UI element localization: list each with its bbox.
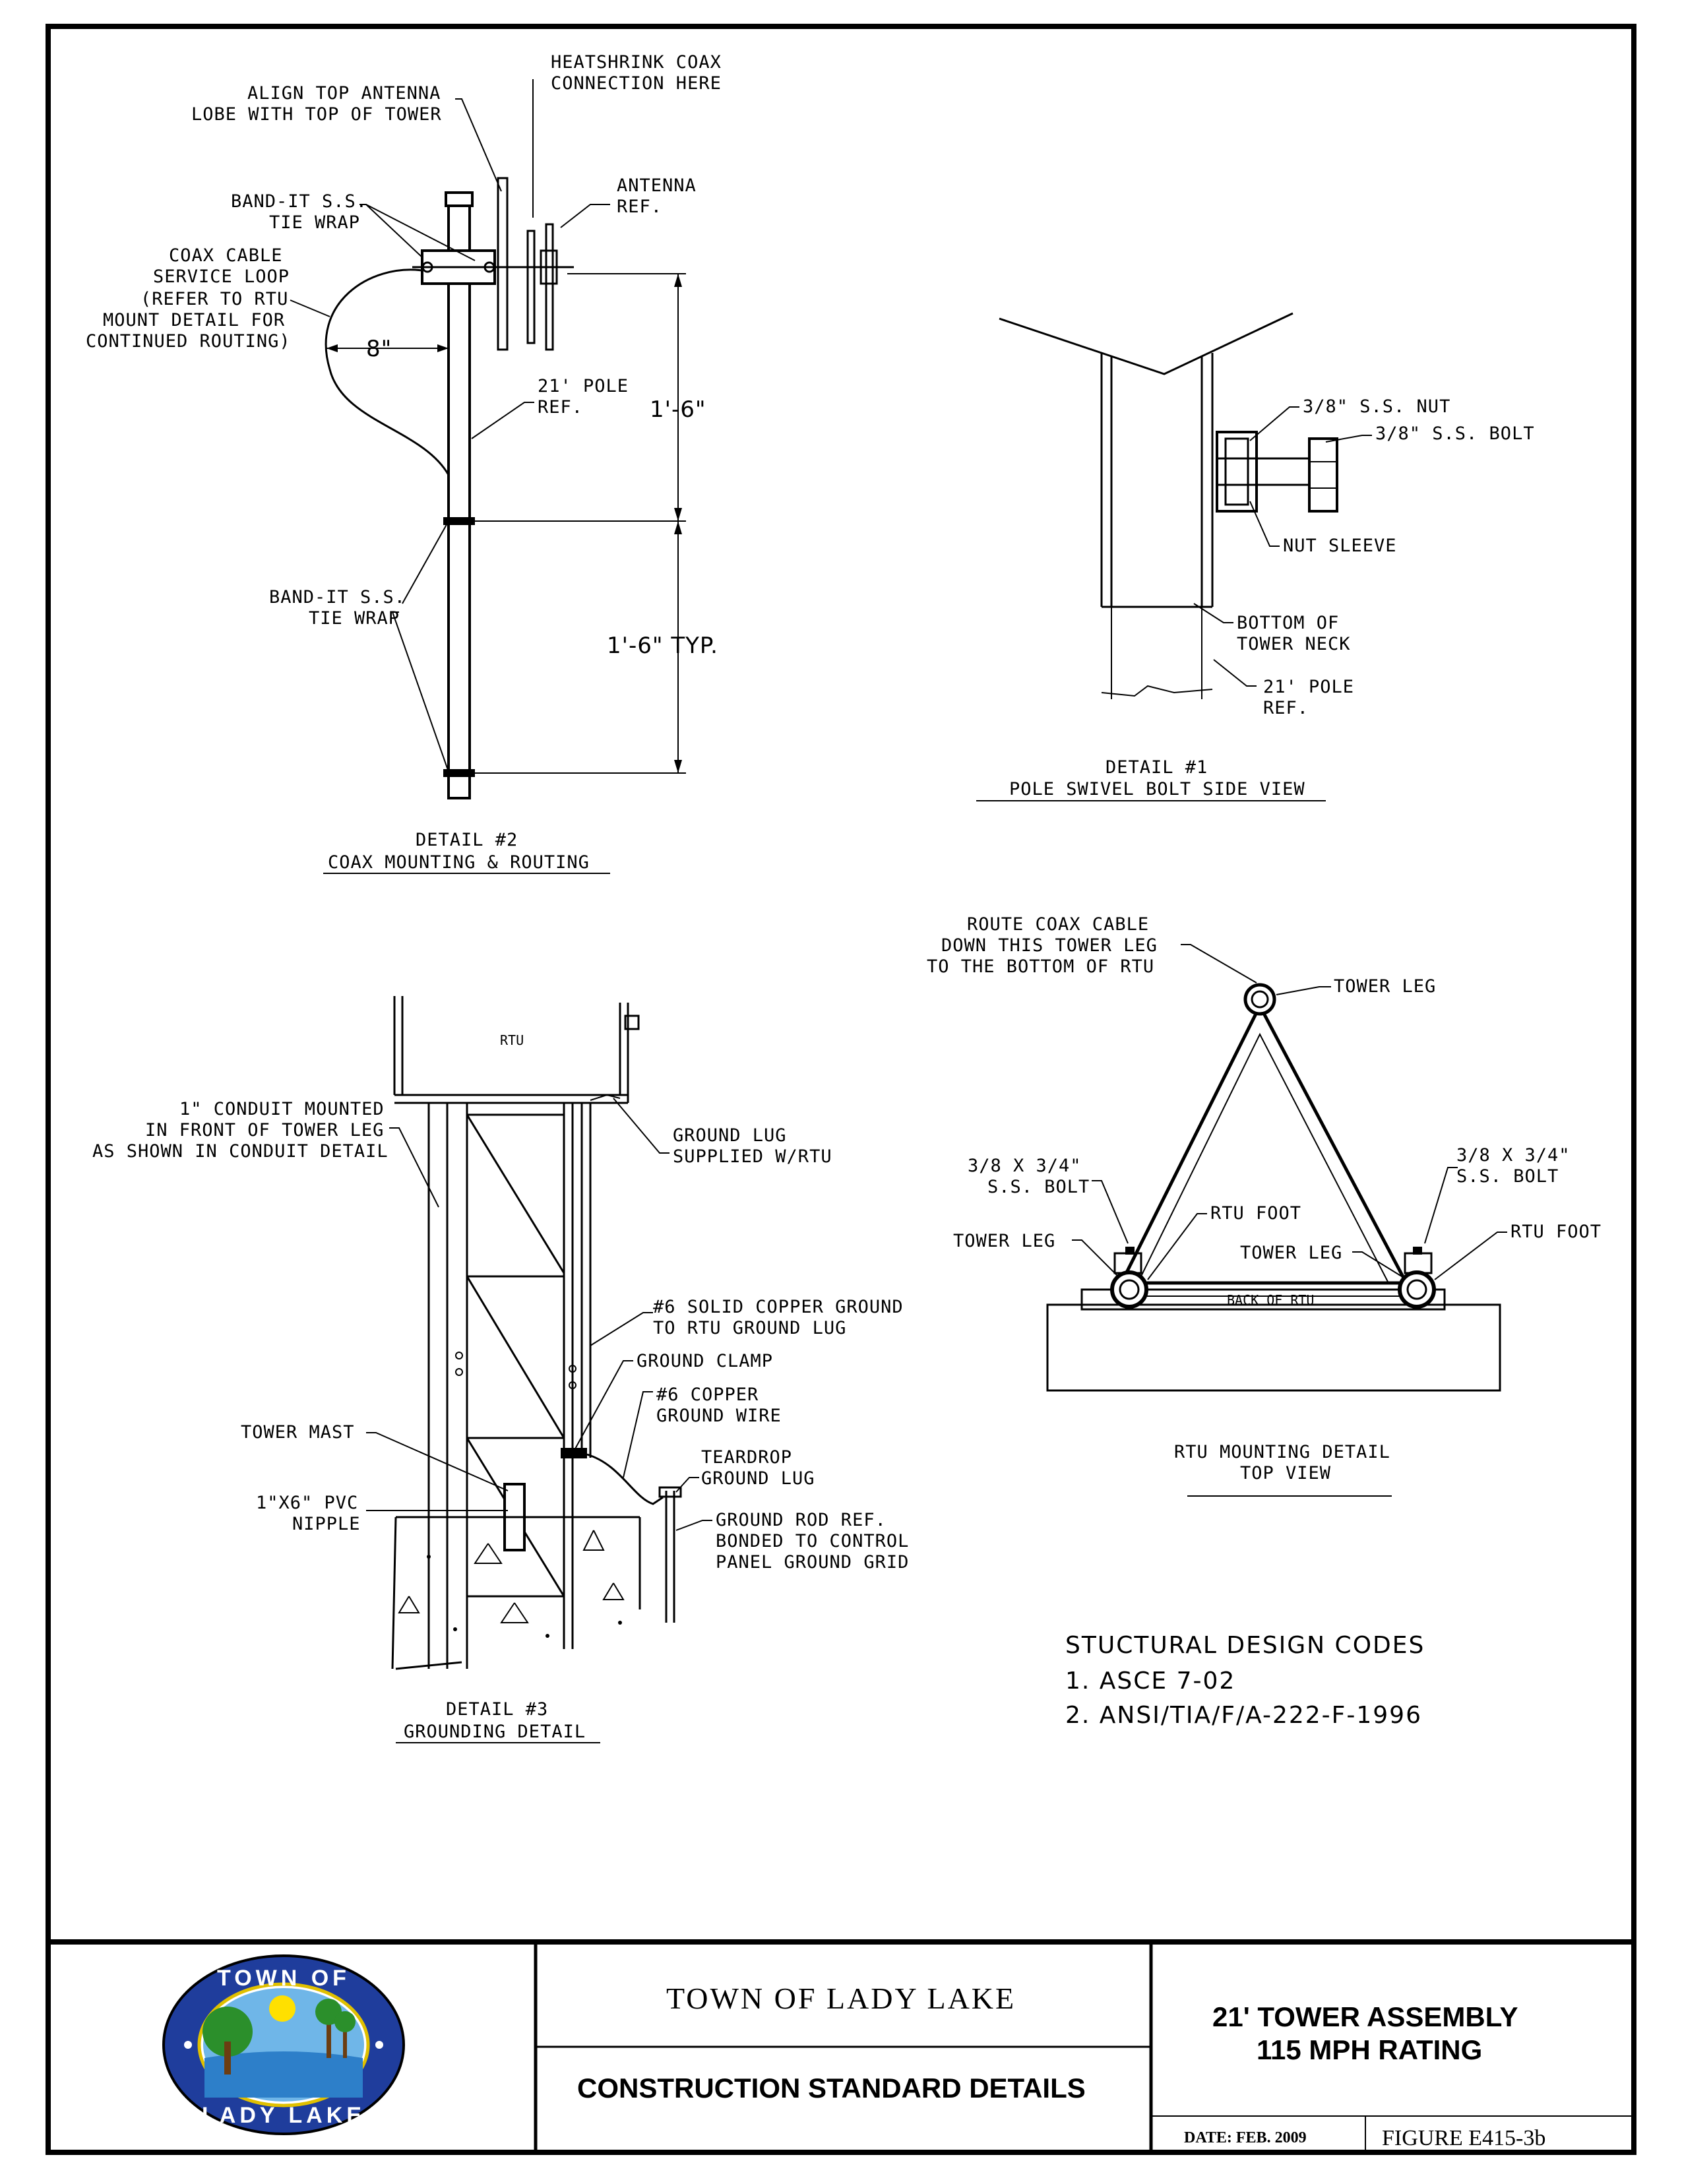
callout-label: SERVICE LOOP [153,266,290,287]
callout-label: GROUND CLAMP [637,1351,773,1371]
rtu-mount-subtitle: TOP VIEW [1240,1463,1331,1483]
rtu-mount-title: RTU MOUNTING DETAIL [1174,1442,1390,1462]
callout-label: TO THE BOTTOM OF RTU [927,956,1154,977]
callout-label: LADY LAKE [202,2103,365,2128]
callout-label: SUPPLIED W/RTU [673,1146,832,1167]
callout-label: GROUND LUG [673,1125,787,1146]
callout-label: GROUND WIRE [656,1406,782,1426]
sheet-border [46,24,1636,2155]
callout-label: 3/8" S.S. NUT [1303,396,1450,417]
title-block: TOWN OF LADY LAKE TOWN OF LADY LAKE CONS… [48,1939,1634,2152]
drawing-title-line2: 115 MPH RATING [1257,2034,1482,2065]
callout-label: RTU FOOT [1511,1222,1602,1242]
callout-label: NIPPLE [292,1514,361,1534]
callout-label: NUT SLEEVE [1283,536,1397,556]
callout-label: DOWN THIS TOWER LEG [941,935,1158,956]
callout-label: BOTTOM OF [1237,613,1339,633]
dim-1-6: 1'-6" [650,396,706,423]
callout-label: TOWER LEG [953,1231,1055,1251]
town-seal-logo: TOWN OF LADY LAKE [162,1954,405,2135]
sheet-subtitle: CONSTRUCTION STANDARD DETAILS [577,2073,1086,2104]
callout-label: CONNECTION HERE [551,73,722,94]
design-code-2: 2. ANSI/TIA/F/A-222-F-1996 [1065,1702,1422,1729]
design-code-1: 1. ASCE 7-02 [1065,1668,1235,1695]
callout-label: #6 SOLID COPPER GROUND [653,1297,904,1317]
callout-label: BAND-IT S.S. [231,191,367,212]
callout-label: ROUTE COAX CABLE [967,914,1149,935]
drawing-title-line1: 21' TOWER ASSEMBLY [1212,2001,1518,2032]
pole-21ft [447,203,471,799]
callout-label: 3/8 X 3/4" [968,1156,1082,1176]
callout-label: HEATSHRINK COAX [551,52,722,73]
dim-1-6-typ: 1'-6" TYP. [607,633,718,659]
figure-number: FIGURE E415-3b [1382,2126,1545,2150]
callout-label: REF. [1263,698,1309,718]
callout-label: TOWER LEG [1240,1243,1342,1263]
detail-2-coax-mounting: 8" 1'-6" 1'-6" TYP. ALIGN TOP ANTENNA LO… [86,52,722,874]
callout-label: MOUNT DETAIL FOR [103,310,285,330]
callout-label: TOWER MAST [241,1422,355,1443]
callout-label: COAX CABLE [169,245,283,266]
detail-3-subtitle: GROUNDING DETAIL [404,1722,586,1742]
callout-label: TOWER NECK [1237,634,1351,654]
callout-label: ANTENNA [617,175,697,196]
org-name: TOWN OF LADY LAKE [666,1981,1016,2015]
callout-label: TIE WRAP [309,608,400,629]
callout-label: BONDED TO CONTROL [716,1531,909,1551]
callout-label: GROUND ROD REF. [716,1510,887,1530]
callout-label: TOWN OF [217,1966,350,1991]
callout-label: TIE WRAP [269,212,360,233]
callout-label: TEARDROP [701,1447,792,1468]
detail-3-grounding: RTU [92,996,909,1743]
callout-label: PANEL GROUND GRID [716,1552,909,1573]
callout-label: LOBE WITH TOP OF TOWER [191,104,442,125]
callout-label: 21' POLE [1263,677,1354,697]
detail-1-subtitle: POLE SWIVEL BOLT SIDE VIEW [1009,779,1305,799]
callout-label: AS SHOWN IN CONDUIT DETAIL [92,1141,389,1162]
callout-label: 3/8 X 3/4" [1456,1145,1571,1166]
callout-label: CONTINUED ROUTING) [86,331,291,352]
detail-1-title: DETAIL #1 [1106,757,1208,778]
detail-2-subtitle: COAX MOUNTING & ROUTING [328,852,590,873]
callout-label: ALIGN TOP ANTENNA [247,83,441,104]
callout-label: S.S. BOLT [1456,1166,1559,1187]
rtu-box-label: RTU [500,1032,524,1048]
drawing-date: DATE: FEB. 2009 [1184,2129,1307,2146]
detail-1-swivel-bolt: 3/8" S.S. NUT 3/8" S.S. BOLT NUT SLEEVE … [976,312,1535,801]
callout-label: GROUND LUG [701,1468,815,1489]
callout-label: REF. [538,397,583,418]
callout-label: 1"X6" PVC [256,1493,358,1513]
callout-label: TOWER LEG [1334,976,1436,997]
callout-label: REF. [617,197,662,217]
dim-8-inch: 8" [366,336,392,362]
callout-label: RTU FOOT [1210,1203,1301,1224]
callout-label: TO RTU GROUND LUG [653,1318,846,1338]
callout-label: S.S. BOLT [987,1177,1090,1197]
callout-label: #6 COPPER [656,1385,759,1405]
design-codes: STUCTURAL DESIGN CODES 1. ASCE 7-02 2. A… [1065,1632,1425,1729]
callout-label: 1" CONDUIT MOUNTED [179,1099,385,1119]
detail-3-title: DETAIL #3 [446,1699,548,1720]
callout-label: IN FRONT OF TOWER LEG [145,1120,384,1140]
callout-label: (REFER TO RTU [140,289,288,309]
detail-2-title: DETAIL #2 [416,830,518,850]
callout-label: 21' POLE [538,376,629,396]
rtu-mounting-detail: ROUTE COAX CABLE DOWN THIS TOWER LEG TO … [927,914,1602,1497]
callout-label: BACK OF RTU [1227,1292,1314,1308]
design-codes-heading: STUCTURAL DESIGN CODES [1065,1632,1425,1659]
callout-label: 3/8" S.S. BOLT [1375,423,1535,444]
callout-label: BAND-IT S.S. [269,587,406,608]
